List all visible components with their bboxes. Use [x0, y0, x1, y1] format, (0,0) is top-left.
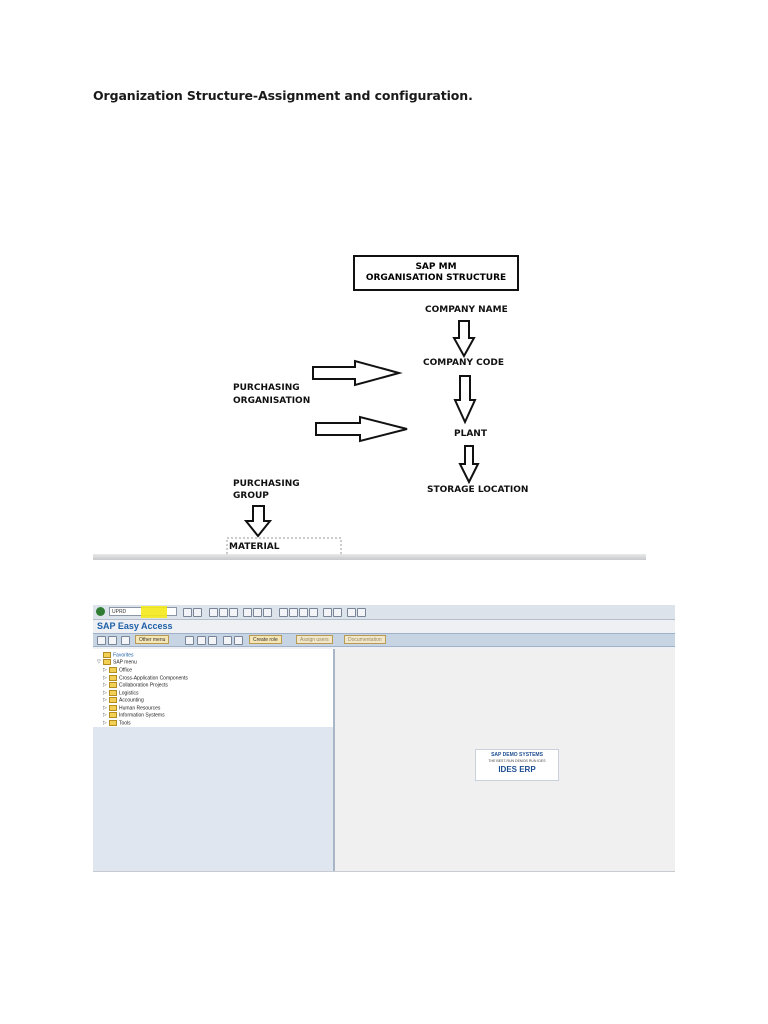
sap-menu-icon[interactable] [108, 636, 117, 645]
create-role-button[interactable]: Create role [249, 635, 282, 644]
folder-icon [103, 652, 111, 658]
menu-tree-pane: Favorites ▽SAP menu ▷Office ▷Cross-Appli… [93, 649, 335, 871]
change-favorite-icon[interactable] [208, 636, 217, 645]
arrow-down-3 [458, 445, 480, 485]
arrow-right-2 [315, 415, 408, 443]
favorites-icon[interactable] [121, 636, 130, 645]
folder-icon [109, 719, 117, 726]
tree-node-office[interactable]: ▷Office [103, 667, 132, 674]
new-session-icon[interactable] [309, 608, 318, 617]
tree-node-sap-menu[interactable]: ▽SAP menu [97, 659, 137, 666]
diagram-bottom-strip [93, 554, 646, 560]
folder-icon [109, 682, 117, 688]
last-page-icon[interactable] [299, 608, 308, 617]
logo-line1: SAP DEMO SYSTEMS [491, 752, 543, 758]
assign-users-button[interactable]: Assign users [296, 635, 333, 644]
document-heading: Organization Structure-Assignment and co… [93, 88, 473, 103]
find-next-icon[interactable] [253, 608, 262, 617]
label-purchasing-org-line1: PURCHASING [233, 383, 300, 393]
diagram-title-box: SAP MM ORGANISATION STRUCTURE [353, 255, 519, 291]
enter-icon[interactable] [96, 607, 105, 616]
label-company-code: COMPANY CODE [423, 358, 505, 368]
expand-icon[interactable] [223, 636, 232, 645]
logo-line3: IDES ERP [498, 765, 536, 774]
highlight-marker [141, 606, 167, 618]
selection-box [226, 537, 342, 559]
folder-icon [109, 667, 117, 673]
tree-label: Office [119, 667, 132, 674]
tree-label: Cross-Application Components [119, 674, 188, 681]
menu-tree: Favorites ▽SAP menu ▷Office ▷Cross-Appli… [93, 649, 333, 727]
next-page-icon[interactable] [289, 608, 298, 617]
folder-icon [109, 712, 117, 718]
folder-icon [109, 689, 117, 696]
arrow-down-4 [243, 505, 273, 538]
folder-icon [109, 697, 117, 703]
previous-page-icon[interactable] [279, 608, 288, 617]
application-toolbar: Other menu Create role Assign users Docu… [93, 633, 675, 647]
exit-icon[interactable] [209, 608, 218, 617]
label-purchasing-org-line2: ORGANISATION [233, 396, 311, 406]
tree-label: Tools [119, 719, 131, 726]
customize-icon[interactable] [357, 608, 366, 617]
tree-node-tools[interactable]: ▷Tools [103, 719, 131, 726]
sap-easy-access-screenshot: UPRD SAP Easy Access Other menu Create r… [93, 605, 675, 872]
folder-icon [109, 674, 117, 681]
add-favorite-icon[interactable] [185, 636, 194, 645]
ides-logo: SAP DEMO SYSTEMS THE BEST-RUN DEMOS RUN … [475, 749, 559, 781]
label-company-name: COMPANY NAME [425, 305, 508, 315]
diagram-title-line1: SAP MM [415, 262, 457, 272]
arrow-down-1 [452, 320, 476, 359]
tree-node-accounting[interactable]: ▷Accounting [103, 697, 144, 704]
other-menu-button[interactable]: Other menu [135, 635, 170, 644]
user-menu-icon[interactable] [97, 636, 106, 645]
folder-icon [103, 659, 111, 665]
print-icon[interactable] [229, 608, 238, 617]
screen-title: SAP Easy Access [97, 621, 173, 631]
documentation-button[interactable]: Documentation [344, 635, 386, 644]
cancel-icon[interactable] [219, 608, 228, 617]
tree-label: Favorites [113, 652, 134, 659]
diagram-title-line2: ORGANISATION STRUCTURE [365, 273, 507, 283]
tree-label: Collaboration Projects [119, 682, 168, 689]
tree-node-human-resources[interactable]: ▷Human Resources [103, 704, 161, 711]
shortcut-icon[interactable] [323, 608, 332, 617]
tree-node-information-systems[interactable]: ▷Information Systems [103, 712, 165, 719]
tree-node-logistics[interactable]: ▷Logistics [103, 689, 139, 696]
back-icon[interactable] [193, 608, 202, 617]
content-pane: SAP DEMO SYSTEMS THE BEST-RUN DEMOS RUN … [335, 649, 675, 871]
diagram-arrows [226, 320, 480, 559]
tree-label: Human Resources [119, 704, 161, 711]
help-icon[interactable] [347, 608, 356, 617]
label-purchasing-group-line2: GROUP [233, 491, 269, 501]
delete-favorite-icon[interactable] [197, 636, 206, 645]
tree-label: Logistics [119, 689, 139, 696]
label-storage-location: STORAGE LOCATION [427, 485, 529, 495]
first-page-icon[interactable] [263, 608, 272, 617]
tree-label: Accounting [119, 697, 144, 704]
tree-label: Information Systems [119, 712, 165, 719]
save-icon[interactable] [183, 608, 192, 617]
folder-icon [109, 704, 117, 711]
logo-line2: THE BEST-RUN DEMOS RUN IDES [488, 759, 546, 763]
tree-node-collaboration[interactable]: ▷Collaboration Projects [103, 682, 168, 689]
label-material: MATERIAL [229, 542, 280, 552]
layout-icon[interactable] [333, 608, 342, 617]
tree-node-favorites[interactable]: Favorites [97, 652, 134, 659]
arrow-down-2 [453, 375, 477, 425]
label-purchasing-group-line1: PURCHASING [233, 479, 300, 489]
org-structure-diagram: SAP MM ORGANISATION STRUCTURE COMPANY NA… [93, 240, 646, 560]
find-icon[interactable] [243, 608, 252, 617]
collapse-icon[interactable] [234, 636, 243, 645]
arrow-right-1 [312, 359, 403, 387]
command-bar: UPRD [93, 605, 675, 620]
tree-label: SAP menu [113, 659, 137, 666]
label-plant: PLANT [454, 429, 487, 439]
tree-node-cross-application[interactable]: ▷Cross-Application Components [103, 674, 188, 681]
